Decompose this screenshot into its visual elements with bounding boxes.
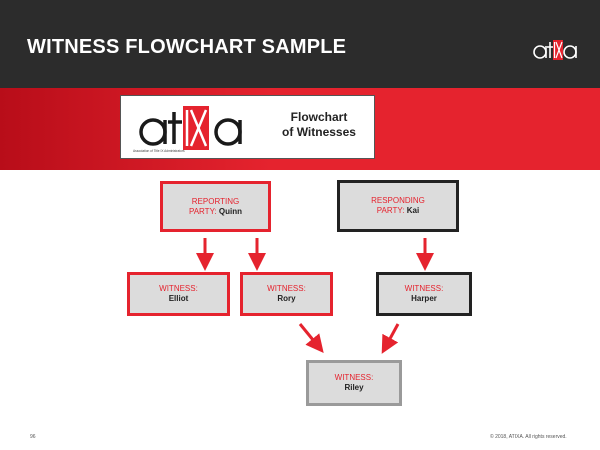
shared-witness-box: WITNESS: Riley	[306, 360, 402, 406]
witness-name: Riley	[344, 383, 364, 392]
logo-card: Association of Title IX Administrators F…	[120, 95, 375, 159]
slide-number: 96	[30, 434, 36, 440]
reporting-party-box: REPORTING PARTY: Quinn	[160, 181, 271, 232]
logo-caption: Flowchart of Witnesses	[271, 110, 367, 140]
responding-name: Kai	[406, 206, 420, 215]
reporting-role-line-2: PARTY: Quinn	[188, 206, 243, 216]
responding-party-box: RESPONDING PARTY: Kai	[337, 180, 459, 232]
witness-box: WITNESS: Rory	[240, 272, 333, 316]
witness-name: Rory	[277, 294, 296, 303]
witness-label: WITNESS:	[334, 373, 374, 382]
logo-tagline: Association of Title IX Administrators	[133, 149, 185, 153]
atixa-logo-small	[533, 40, 577, 60]
title-bar: WITNESS FLOWCHART SAMPLE	[0, 0, 600, 88]
atixa-logo: Association of Title IX Administrators	[133, 106, 242, 153]
caption-line-2: of Witnesses	[282, 125, 356, 139]
reporting-name: Quinn	[218, 206, 243, 216]
responding-role-line-2: PARTY: Kai	[376, 206, 420, 215]
witness-name: Harper	[411, 294, 437, 303]
arrow-diagonal-icon	[381, 323, 400, 354]
witness-label: WITNESS:	[267, 284, 306, 293]
slide-title: WITNESS FLOWCHART SAMPLE	[27, 36, 347, 58]
responding-role: RESPONDING	[371, 196, 425, 205]
witness-name: Elliot	[168, 294, 189, 303]
witness-box: WITNESS: Elliot	[127, 272, 230, 316]
witness-label: WITNESS:	[404, 284, 444, 293]
copyright: © 2018, ATIXA. All rights reserved.	[490, 434, 567, 440]
arrow-diagonal-icon	[298, 323, 324, 353]
witness-label: WITNESS:	[159, 284, 198, 293]
caption-line-1: Flowchart	[290, 110, 348, 124]
witness-box: WITNESS: Harper	[376, 272, 472, 316]
reporting-role: REPORTING	[191, 196, 240, 206]
